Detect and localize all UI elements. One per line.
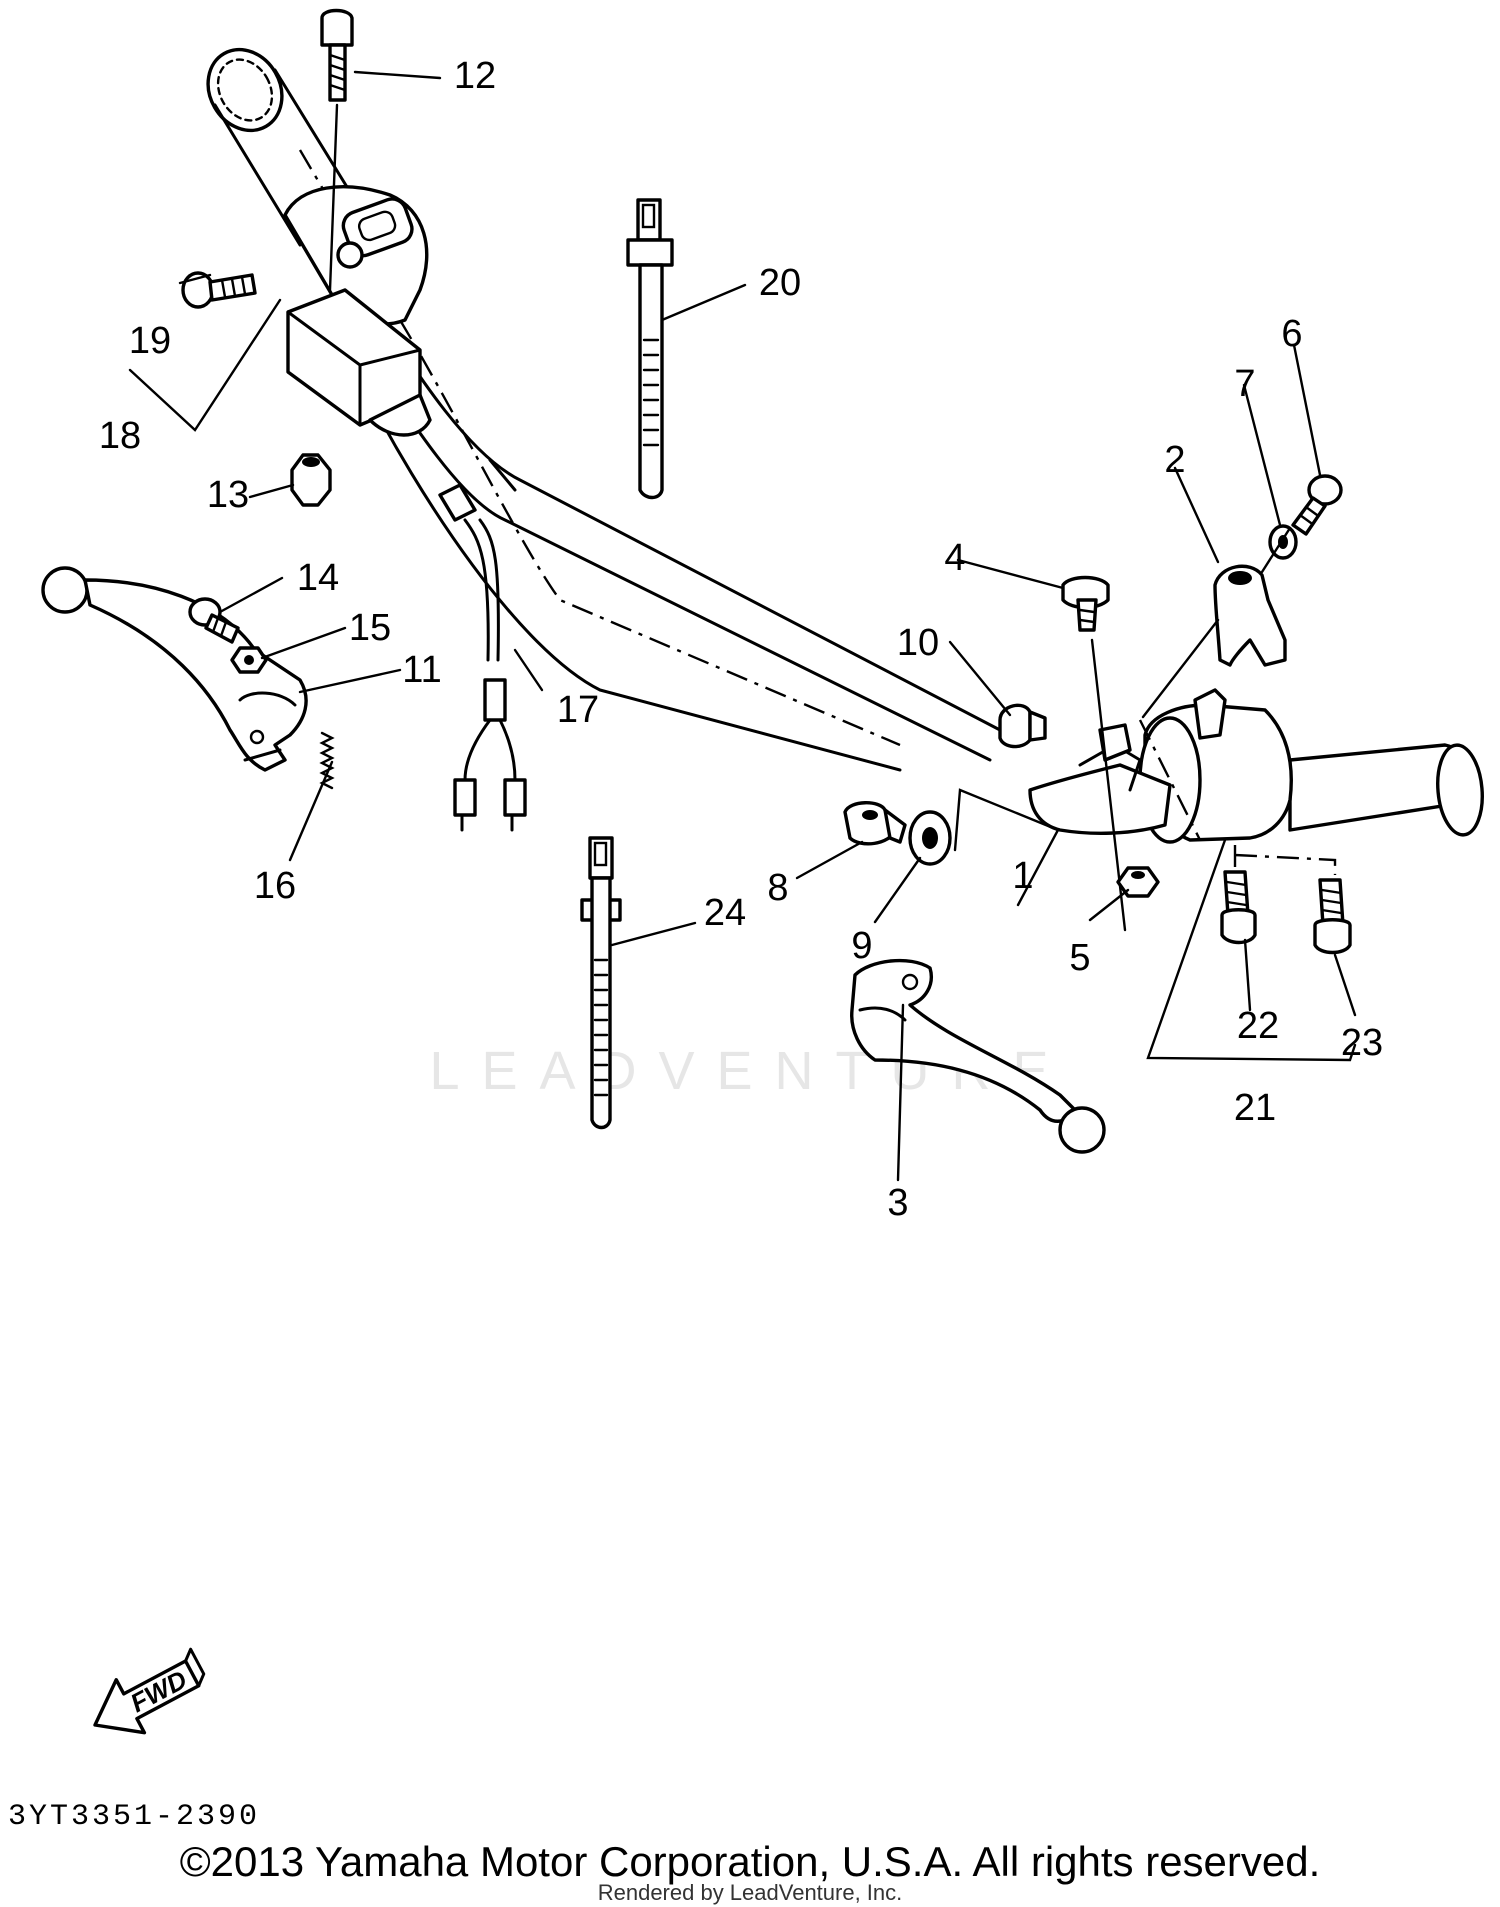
screw-23: [1313, 878, 1352, 955]
clamp-2: [1141, 564, 1287, 719]
callout-20: 20: [759, 262, 801, 304]
callout-15: 15: [349, 607, 391, 649]
grommet-10: [998, 703, 1047, 749]
callout-4: 4: [944, 537, 965, 579]
callout-14: 14: [297, 557, 339, 599]
clutch-lever-11: [41, 566, 308, 772]
wire-17: [438, 483, 527, 832]
callout-10: 10: [897, 622, 939, 664]
callout-22: 22: [1237, 1005, 1279, 1047]
copyright-notice: ©2013 Yamaha Motor Corporation, U.S.A. A…: [179, 1838, 1321, 1885]
screw-19: [181, 271, 257, 309]
rendered-by-notice: Rendered by LeadVenture, Inc.: [597, 1880, 903, 1905]
callout-12: 12: [454, 55, 496, 97]
callout-21: 21: [1234, 1087, 1276, 1129]
callout-2: 2: [1164, 439, 1185, 481]
callout-5: 5: [1069, 937, 1090, 979]
screw-22: [1220, 870, 1257, 945]
callout-18: 18: [99, 415, 141, 457]
callout-9: 9: [851, 925, 872, 967]
drawing-code: 3YT3351-2390: [8, 1800, 261, 1834]
callout-6: 6: [1281, 313, 1302, 355]
callouts: 1 2 3 4 5 6 7 8 9 10 11 12 13 14 15 16 1…: [99, 55, 1383, 1224]
callout-19: 19: [129, 320, 171, 362]
handlebar: [298, 149, 1441, 772]
washer-9: [908, 810, 952, 866]
screw-12: [320, 8, 354, 292]
nut-15: [230, 646, 268, 674]
callout-11: 11: [402, 649, 441, 691]
callout-7: 7: [1234, 363, 1255, 405]
throttle-housing-21: [1138, 688, 1293, 844]
left-switch-housing: [283, 185, 432, 437]
brake-lever-3: [850, 958, 1106, 1154]
fwd-arrow: FWD: [93, 1647, 206, 1735]
right-grip: [1288, 743, 1484, 837]
callout-23: 23: [1341, 1022, 1383, 1064]
callout-17: 17: [557, 689, 599, 731]
left-grip: [206, 47, 357, 247]
cable-tie-24: [580, 836, 622, 1130]
callout-24: 24: [704, 892, 746, 934]
cable-tie-20: [626, 198, 674, 500]
spring-16: [319, 731, 335, 790]
bolt-6: [1260, 474, 1343, 574]
callout-1: 1: [1012, 855, 1033, 897]
leader-lines: [128, 70, 1357, 1182]
callout-16: 16: [254, 865, 296, 907]
callout-13: 13: [207, 474, 249, 516]
callout-3: 3: [887, 1182, 908, 1224]
nut-13: [290, 453, 332, 507]
grommet-8: [843, 801, 907, 846]
callout-8: 8: [767, 867, 788, 909]
